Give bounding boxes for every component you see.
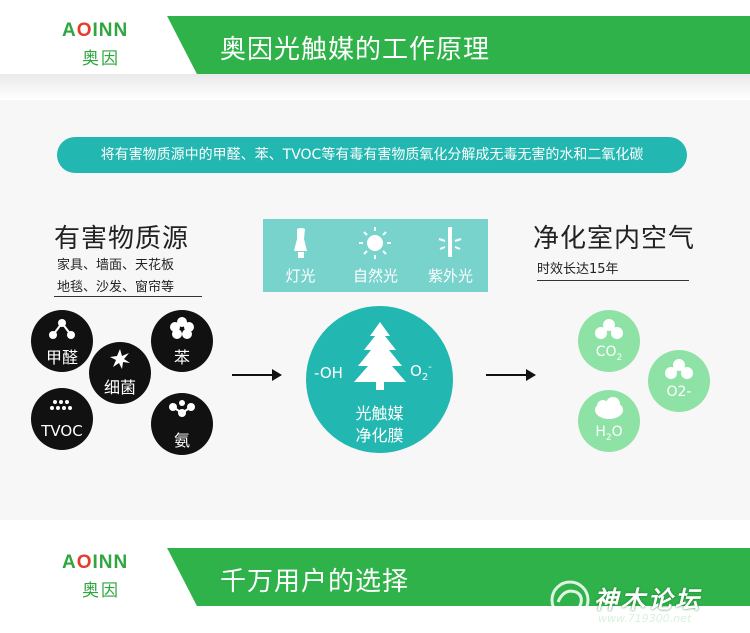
logo-text-en: AOINN [62,20,129,41]
pollutant-ammonia: 氨 [151,393,213,455]
page-title: 奥因光触媒的工作原理 [220,35,491,65]
light-label: 灯光 [285,267,316,285]
arrow-right-icon [486,369,536,381]
gas-co2: CO2 [578,310,640,372]
cloud-icon [595,319,623,339]
molecule-icon [49,319,75,339]
cloud-icon [665,359,693,379]
source-title: 有害物质源 [54,224,190,254]
light-lamp: 灯光 [263,219,338,292]
bacteria-icon [110,349,130,369]
divider [0,74,750,100]
footer-title: 千万用户的选择 [220,567,410,597]
dots-icon [50,400,72,410]
logo-text-cn: 奥因 [82,581,120,601]
pollutant-label: 苯 [173,348,190,367]
logo[interactable]: AOINN 奥因 [0,542,200,612]
pollutant-bacteria: 细菌 [89,342,151,404]
tree-icon [354,322,406,390]
source-subtitle-2: 地毯、沙发、窗帘等 [57,280,175,295]
uv-light-icon [438,227,462,257]
dragon-logo-icon [550,580,590,620]
watermark-url: www.719300.net [598,612,692,625]
source-subtitle-1: 家具、墙面、天花板 [57,258,175,273]
logo-text-en: AOINN [62,552,129,573]
gas-label: H2O [595,424,623,443]
film-name-2: 净化膜 [355,426,404,445]
pollutant-label: 细菌 [103,378,136,397]
pollutant-label: 氨 [173,431,190,450]
pollutant-label: 甲醛 [45,348,78,367]
gas-label: CO2 [595,344,623,363]
molecule-icon [169,400,195,417]
divider [54,296,202,297]
light-sources: 灯光 自然光 紫外光 [263,219,488,292]
pollutant-benzene: 苯 [151,310,213,372]
pollutant-label: TVOC [41,422,83,440]
gas-label: O2- [666,384,692,400]
divider [537,280,689,281]
light-sun: 自然光 [338,219,413,292]
header-bar: AOINN 奥因 奥因光触媒的工作原理 [0,10,750,80]
footer-bar: AOINN 奥因 千万用户的选择 [0,542,750,612]
gas-h2o: H2O [578,390,640,452]
superoxide-label: O2- [410,362,432,383]
gas-o2: O2- [648,350,710,412]
hydroxyl-label: -OH [314,364,343,382]
pollutant-tvoc: TVOC [31,388,93,450]
flower-icon [170,317,194,339]
lamp-icon [294,228,307,258]
film-name-1: 光触媒 [355,404,404,423]
result-title: 净化室内空气 [533,224,696,254]
watermark: 神木论坛 www.719300.net [548,574,748,630]
arrow-right-icon [232,369,282,381]
cloud-icon [595,397,623,419]
light-uv: 紫外光 [413,219,488,292]
pollutant-formaldehyde: 甲醛 [31,310,93,372]
sun-icon [359,227,391,259]
logo-text-cn: 奥因 [82,49,120,69]
light-label: 紫外光 [427,267,473,285]
light-label: 自然光 [352,267,398,285]
watermark-title: 神木论坛 [594,586,702,614]
photocatalyst-film: -OH O2- 光触媒 净化膜 [306,306,453,453]
result-subtitle: 时效长达15年 [537,262,619,277]
logo[interactable]: AOINN 奥因 [0,10,200,80]
summary-banner: 将有害物质源中的甲醛、苯、TVOC等有毒有害物质氧化分解成无毒无害的水和二氧化碳 [57,137,687,173]
